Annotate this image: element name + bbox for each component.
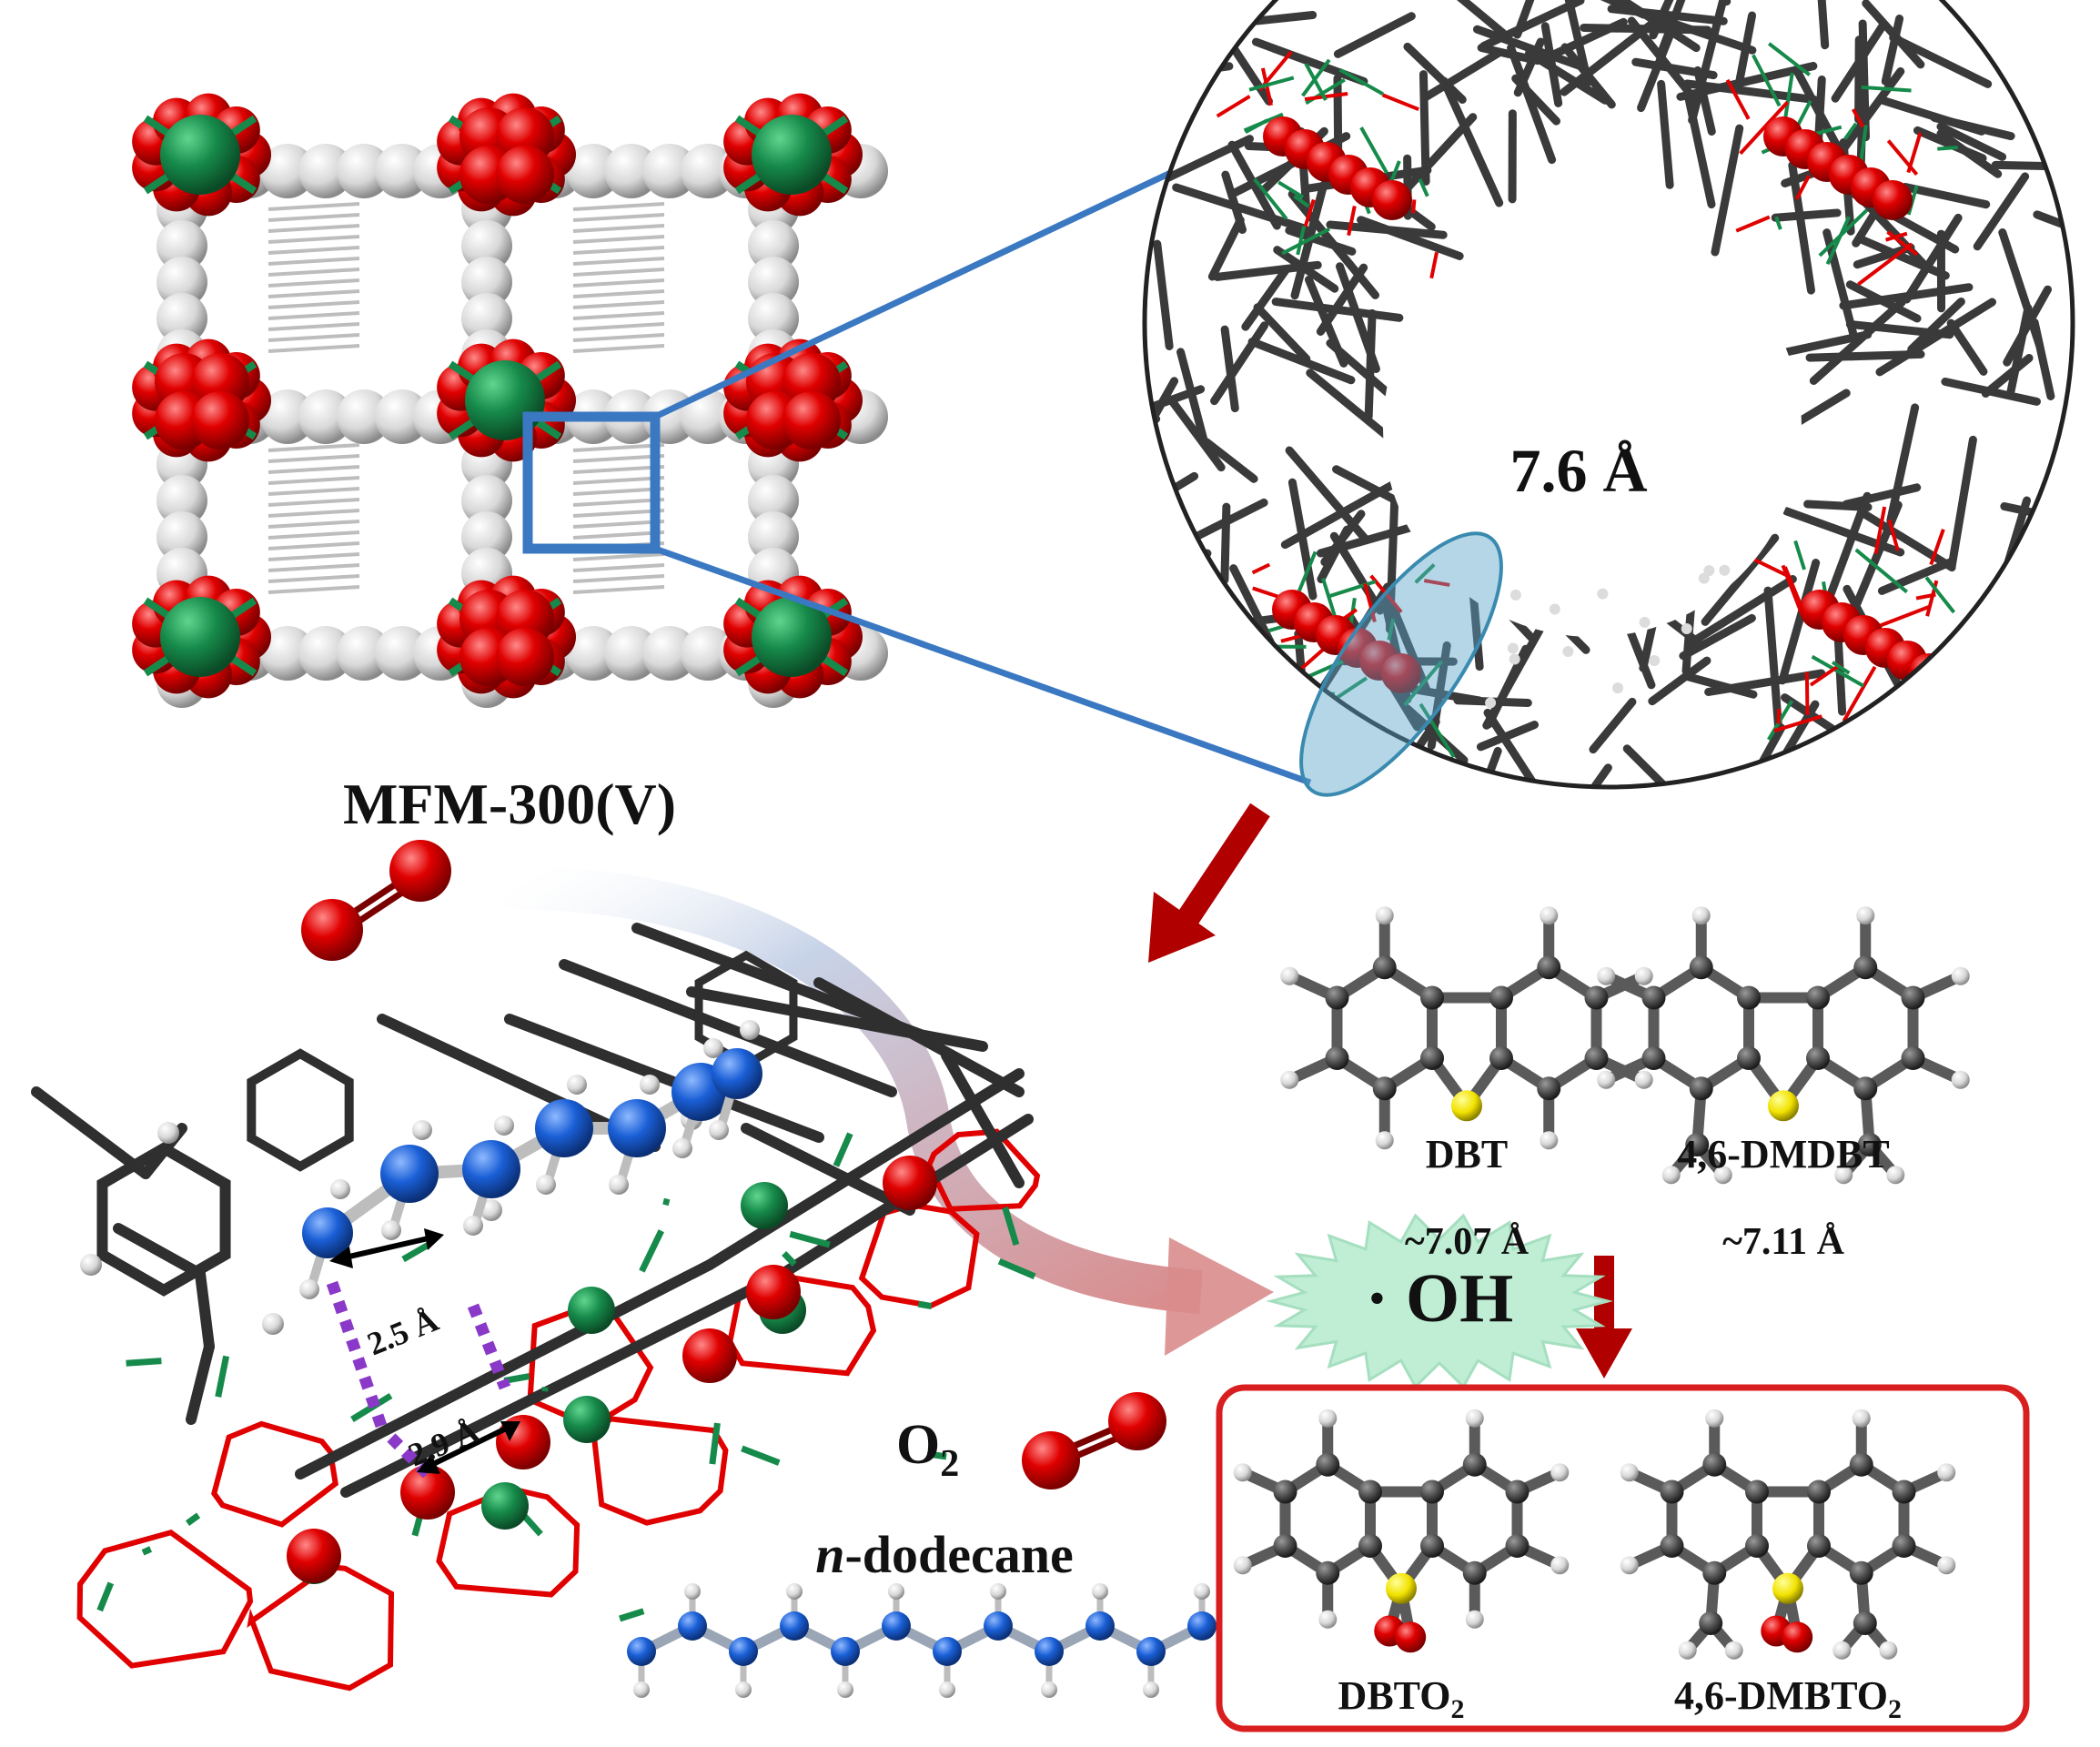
- dbt-label: DBT: [1426, 1132, 1508, 1176]
- dmdbt-size-label: ~7.11 Å: [1722, 1221, 1845, 1263]
- dmdbt-label: 4,6-DMDBT: [1677, 1132, 1889, 1176]
- dmdbt-molecule: [1597, 906, 1970, 1185]
- oxygen-label: O2: [896, 1414, 959, 1485]
- o2-molecule-top: [301, 840, 451, 961]
- n-dodecane-molecule: [627, 1583, 1217, 1698]
- distance-label-1: 2.5 Å: [362, 1301, 443, 1362]
- binding-site-model: [31, 923, 1041, 1691]
- dbt-size-label: ~7.07 Å: [1405, 1221, 1530, 1263]
- zoom-circle-border: [1142, 0, 2075, 790]
- dmbto2-molecule: [1620, 1409, 1956, 1660]
- dbto2-label: DBTO2: [1338, 1673, 1465, 1724]
- hydroxyl-radical-label: · OH: [1366, 1260, 1514, 1337]
- zoom-line-bottom: [653, 545, 1312, 786]
- pore-selection-box: [522, 411, 661, 554]
- pore-size-label: 7.6 Å: [1509, 436, 1647, 505]
- distance-arrow-2: [417, 1421, 520, 1474]
- framework-label: MFM-300(V): [343, 772, 676, 836]
- pore-zoom-view: [1142, 0, 2075, 797]
- dbt-molecule: [1280, 906, 1653, 1150]
- distance-label-2: 2.9 Å: [403, 1412, 484, 1473]
- arrow-to-products: [1576, 1256, 1632, 1378]
- solvent-label: n-dodecane: [815, 1525, 1074, 1584]
- activation-curve-arrow: [504, 865, 1203, 1314]
- highlighted-linker-ellipse: [1299, 531, 1503, 797]
- distance-arrow-1: [329, 1228, 444, 1268]
- o2-molecule-bottom: [1022, 1392, 1166, 1489]
- hydroxyl-radical-burst: [1266, 1213, 1613, 1389]
- dmbto2-label: 4,6-DMBTO2: [1674, 1673, 1902, 1724]
- arrow-pore-to-molecules: [1148, 803, 1270, 963]
- activation-curve-arrow-head: [1165, 1237, 1274, 1356]
- dbto2-molecule: [1233, 1409, 1570, 1653]
- mfm-300-framework-model: [132, 93, 888, 708]
